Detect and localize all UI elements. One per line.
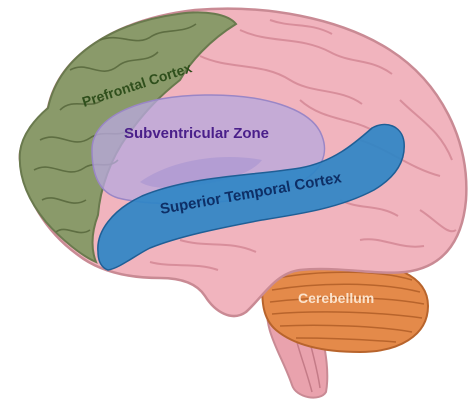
cerebellum-folia <box>269 271 425 343</box>
cerebellum-label: Cerebellum <box>298 290 374 306</box>
subventricular-zone-label: Subventricular Zone <box>124 125 269 142</box>
cerebrum-gyri <box>149 19 457 271</box>
prefrontal-gyri <box>33 23 197 234</box>
subventricular-inner <box>140 156 262 188</box>
superior-temporal-region <box>97 123 405 271</box>
